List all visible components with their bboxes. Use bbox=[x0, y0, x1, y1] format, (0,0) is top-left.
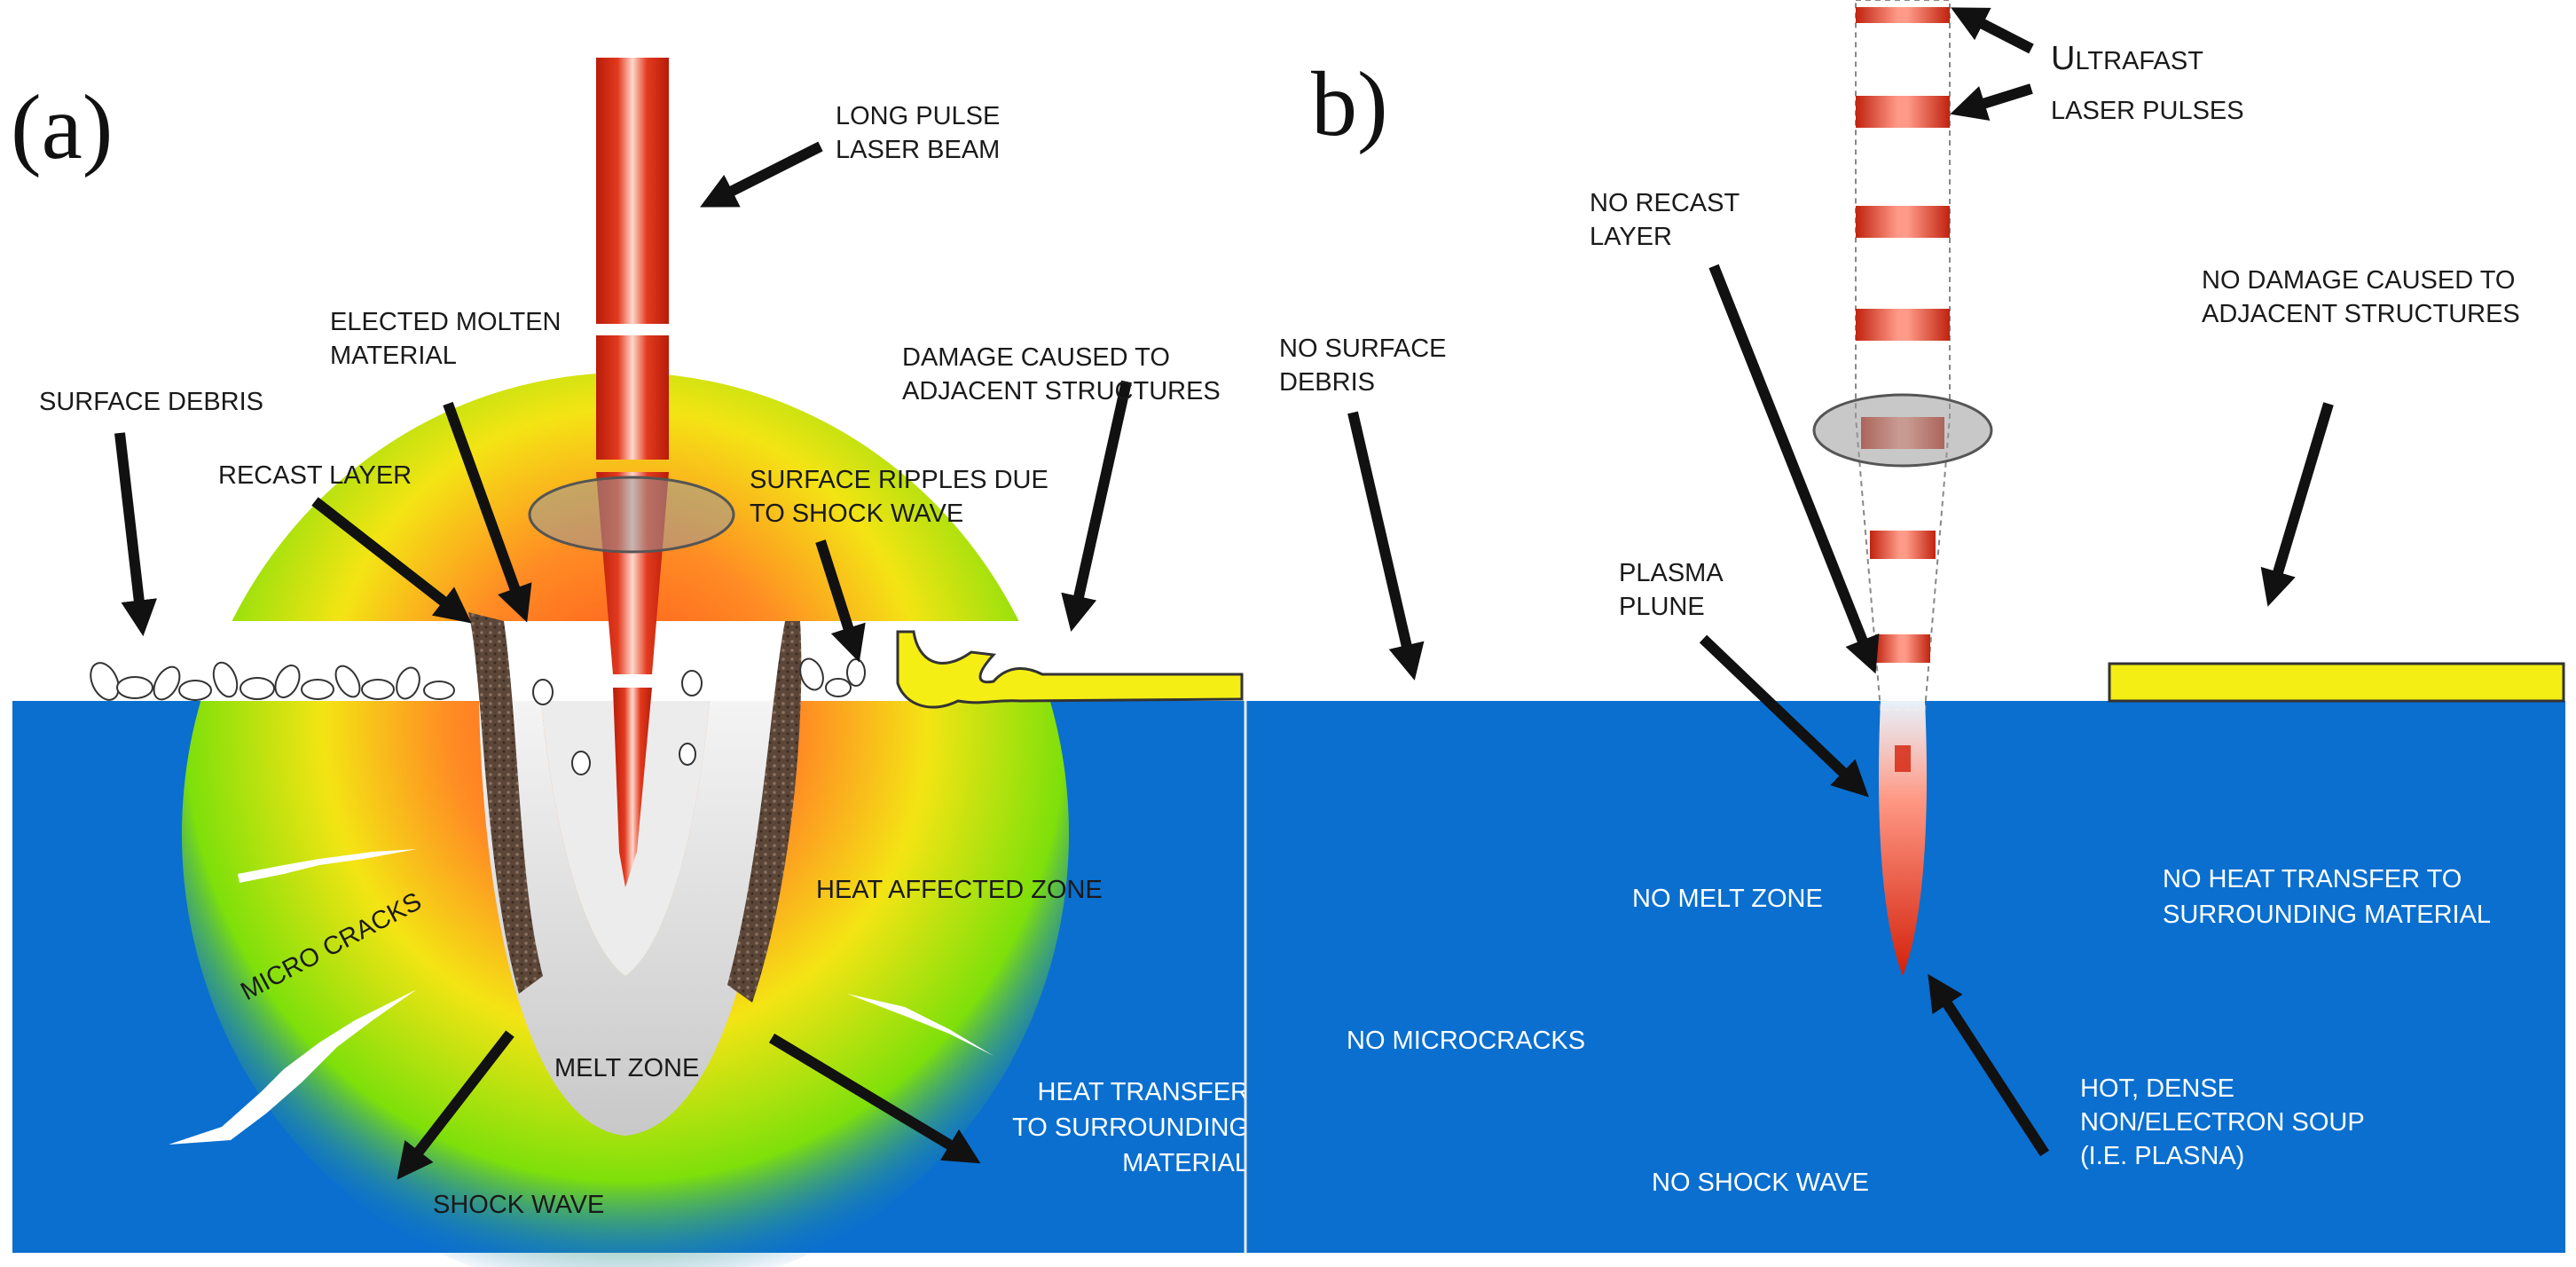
label-long-pulse-2: LASER BEAM bbox=[836, 136, 1000, 164]
arrow bbox=[768, 1033, 981, 1164]
arrow bbox=[397, 1030, 514, 1180]
arrow bbox=[1950, 83, 2033, 121]
label-plasma-1: PLASMA bbox=[1619, 559, 1724, 587]
arrow bbox=[1951, 7, 2034, 54]
arrow bbox=[443, 401, 532, 623]
label-heat-transfer-2: TO SURROUNDING bbox=[1012, 1114, 1249, 1142]
arrow bbox=[815, 539, 866, 663]
label-melt-zone: MELT ZONE bbox=[554, 1054, 699, 1082]
label-hot-dense-2: NON/ELECTRON SOUP bbox=[2080, 1108, 2365, 1137]
arrow bbox=[114, 432, 157, 637]
label-no-surface-1: NO SURFACE bbox=[1279, 334, 1447, 363]
focusing-lens bbox=[528, 476, 735, 554]
label-plasma-2: PLUNE bbox=[1619, 593, 1705, 621]
label-no-recast-1: NO RECAST bbox=[1590, 189, 1740, 217]
damaged-adjacent-structure bbox=[896, 630, 1244, 709]
label-ripples-1: SURFACE RIPPLES DUE bbox=[750, 466, 1048, 494]
adjacent-structure bbox=[2108, 662, 2565, 703]
ultrafast-laser-pulses bbox=[1856, 7, 1950, 663]
arrow bbox=[1061, 380, 1132, 632]
label-heat-transfer-3: MATERIAL bbox=[1122, 1149, 1249, 1177]
molten-droplet bbox=[679, 743, 696, 766]
micro-crack bbox=[238, 849, 417, 883]
label-no-heat-2: SURROUNDING MATERIAL bbox=[2163, 901, 2491, 929]
arrow bbox=[2260, 402, 2334, 607]
surface-debris bbox=[90, 657, 866, 701]
arrow bbox=[700, 141, 823, 208]
label-hot-dense-3: (I.E. PLASNA) bbox=[2080, 1142, 2244, 1170]
arrow bbox=[1928, 973, 2050, 1157]
label-no-damage-1: NO DAMAGE CAUSED TO bbox=[2202, 266, 2515, 295]
label-elected-1: ELECTED MOLTEN bbox=[330, 308, 562, 336]
plasma-plume bbox=[1879, 701, 1927, 976]
molten-droplet bbox=[681, 670, 703, 696]
panel-a-label: (a) bbox=[11, 76, 113, 178]
label-long-pulse-1: LONG PULSE bbox=[836, 102, 1000, 130]
panel-b-label: b) bbox=[1311, 53, 1388, 155]
label-no-shock-wave: NO SHOCK WAVE bbox=[1652, 1169, 1869, 1197]
micro-crack bbox=[169, 989, 417, 1145]
label-damage-1: DAMAGE CAUSED TO bbox=[902, 343, 1170, 372]
label-heat-affected-zone: HEAT AFFECTED ZONE bbox=[816, 876, 1103, 904]
arrow bbox=[1347, 411, 1425, 681]
label-no-melt-zone: NO MELT ZONE bbox=[1632, 885, 1823, 913]
label-no-heat-1: NO HEAT TRANSFER TO bbox=[2163, 865, 2462, 893]
label-laser-pulses: LASER PULSES bbox=[2051, 97, 2244, 125]
recast-layer-left bbox=[468, 612, 543, 994]
label-no-surface-2: DEBRIS bbox=[1279, 368, 1375, 397]
label-ultrafast: ULTRAFAST bbox=[2051, 40, 2203, 77]
label-damage-2: ADJACENT STRUCTURES bbox=[902, 377, 1221, 405]
label-no-recast-2: LAYER bbox=[1590, 223, 1672, 251]
label-ripples-2: TO SHOCK WAVE bbox=[750, 500, 963, 528]
label-ultrafast-initial: U bbox=[2051, 40, 2075, 77]
molten-droplet bbox=[571, 751, 591, 775]
panel-b: b) ULTRAFAST LASER PULSES bbox=[1245, 0, 2565, 1253]
arrow bbox=[1699, 634, 1869, 798]
panel-a: (a) bbox=[0, 58, 1249, 1267]
melt-zone bbox=[479, 701, 776, 1136]
arrow bbox=[311, 497, 472, 624]
label-hot-dense-1: HOT, DENSE bbox=[2080, 1074, 2234, 1103]
label-ultrafast-rest: LTRAFAST bbox=[2075, 47, 2203, 75]
label-no-microcracks: NO MICROCRACKS bbox=[1347, 1027, 1585, 1055]
label-elected-2: MATERIAL bbox=[330, 342, 457, 370]
label-no-damage-2: ADJACENT STRUCTURES bbox=[2202, 300, 2520, 328]
focusing-lens-b bbox=[1812, 393, 1993, 468]
recast-layer-right bbox=[727, 621, 802, 1003]
label-shock-wave: SHOCK WAVE bbox=[433, 1191, 604, 1219]
molten-droplet bbox=[532, 679, 554, 705]
label-recast-layer: RECAST LAYER bbox=[218, 461, 412, 490]
label-heat-transfer-1: HEAT TRANSFER bbox=[1038, 1078, 1250, 1106]
arrow bbox=[1708, 264, 1880, 674]
label-surface-debris: SURFACE DEBRIS bbox=[39, 388, 263, 416]
